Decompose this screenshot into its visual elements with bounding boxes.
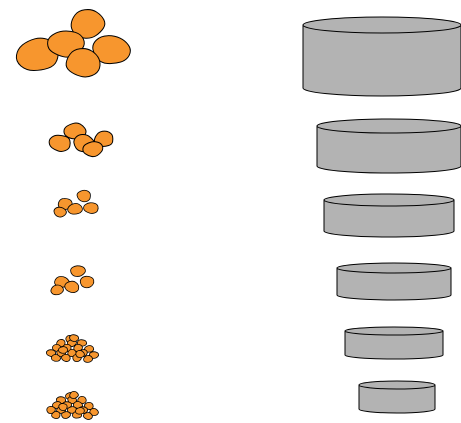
chunk-piece [46,405,56,414]
chunk-piece [64,280,80,294]
chunk-piece [65,48,101,78]
chunk-piece [82,412,93,420]
cylinder-1 [302,16,461,97]
chunk-group-3 [53,189,99,218]
cylinder-top [323,193,455,207]
cylinder-top [358,380,436,390]
cylinder-4 [336,262,452,301]
cylinder-5 [344,326,444,360]
chunk-piece [50,284,64,296]
chunk-group-6 [46,390,99,420]
chunk-group-2 [48,122,114,158]
chunk-piece [51,411,61,420]
chunk-piece [67,203,83,215]
chunk-piece [58,403,68,412]
cylinder-body [316,125,461,174]
chunk-piece [53,206,67,218]
chunk-piece [79,275,95,289]
chunk-group-5 [45,334,100,363]
chunk-piece [92,35,131,65]
chunk-piece [76,189,91,203]
cylinder-top [336,262,452,274]
cylinder-body [358,384,436,414]
chunk-piece [75,349,85,358]
chunk-piece [50,354,61,362]
chunk-piece [70,9,106,39]
chunk-piece [57,346,68,354]
cylinder-6 [358,380,436,414]
chunk-piece [83,202,99,214]
chunk-piece [83,355,93,363]
chunk-piece [66,406,77,414]
chunk-piece [48,134,71,152]
cylinder-top [316,118,461,134]
chunk-group-4 [50,265,95,296]
chunk-piece [69,334,80,342]
cylinder-2 [316,118,461,174]
cylinder-top [344,326,444,336]
chunk-piece [75,407,85,415]
chunk-piece [70,265,86,277]
cylinder-body [323,199,455,238]
chunk-piece [69,390,79,399]
cylinder-body [344,330,444,360]
chunk-piece [82,141,104,158]
chunk-group-1 [15,9,131,78]
chunk-piece [61,411,71,419]
chunk-piece [61,353,71,362]
cylinder-top [302,16,461,34]
cylinder-body [302,24,461,97]
cylinder-body [336,267,452,301]
cylinder-3 [323,193,455,238]
